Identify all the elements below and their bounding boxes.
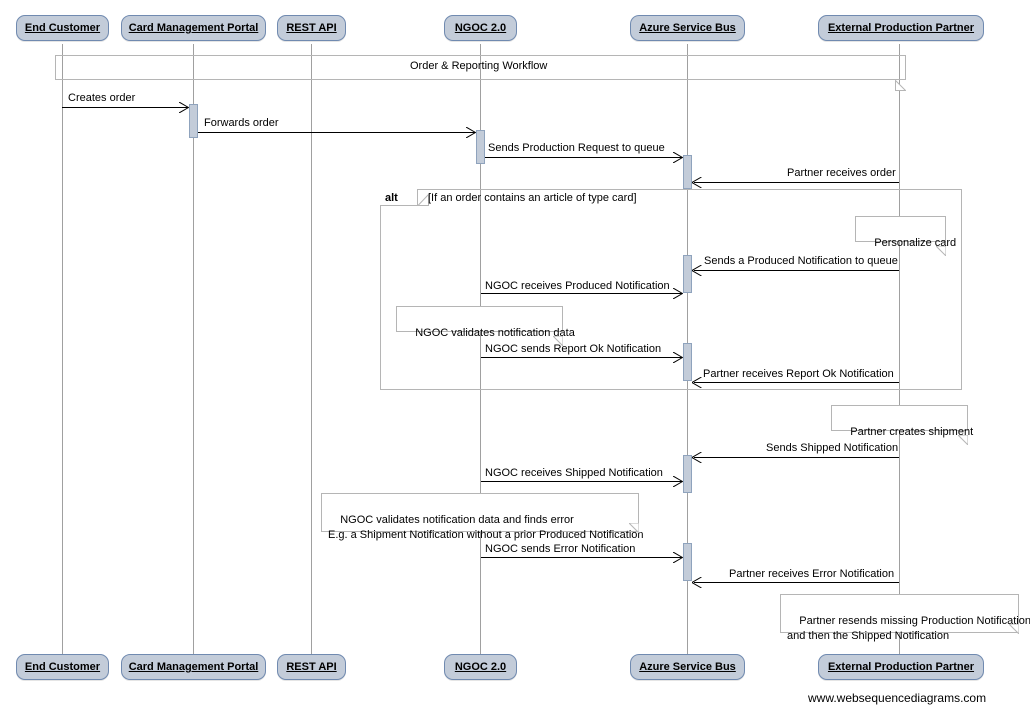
arrowhead-left bbox=[692, 577, 702, 588]
message-label-ngoc-sends-report-ok-notification: NGOC sends Report Ok Notification bbox=[485, 343, 662, 355]
activation-ngoc-1 bbox=[476, 130, 485, 164]
message-label-ngoc-receives-produced-notification: NGOC receives Produced Notification bbox=[485, 280, 670, 292]
message-line-sends-production-request-to-queue bbox=[485, 157, 682, 158]
note-partner-resends: Partner resends missing Production Notif… bbox=[780, 594, 1030, 642]
lifeline-card-management-portal bbox=[193, 44, 194, 655]
note-text: Partner creates shipment bbox=[850, 426, 974, 438]
arrowhead-left bbox=[692, 177, 702, 188]
arrowhead-right bbox=[673, 552, 683, 563]
message-line-ngoc-sends-report-ok-notification bbox=[481, 357, 682, 358]
note-fold-icon bbox=[936, 216, 946, 256]
message-label-sends-a-produced-notification-to-queue: Sends a Produced Notification to queue bbox=[704, 255, 898, 267]
message-line-partner-receives-error-notification bbox=[694, 582, 899, 583]
alt-frame-operator-label: alt bbox=[385, 192, 398, 204]
note-fold-icon bbox=[958, 405, 968, 445]
actor-ngoc-bottom[interactable]: NGOC 2.0 bbox=[444, 654, 517, 680]
actor-ngoc-top[interactable]: NGOC 2.0 bbox=[444, 15, 517, 41]
actor-rest-api-bottom[interactable]: REST API bbox=[277, 654, 346, 680]
frame-corner-fold-icon bbox=[895, 80, 906, 91]
message-line-ngoc-sends-error-notification bbox=[481, 557, 682, 558]
actor-label: Azure Service Bus bbox=[639, 661, 736, 673]
actor-label: Card Management Portal bbox=[128, 661, 259, 673]
actor-rest-api-top[interactable]: REST API bbox=[277, 15, 346, 41]
message-line-partner-receives-order bbox=[694, 182, 899, 183]
actor-label: External Production Partner bbox=[827, 22, 975, 34]
arrowhead-right bbox=[179, 102, 189, 113]
arrowhead-right bbox=[673, 352, 683, 363]
arrowhead-left bbox=[692, 265, 702, 276]
actor-azure-service-bus-bottom[interactable]: Azure Service Bus bbox=[630, 654, 745, 680]
arrowhead-left bbox=[692, 452, 702, 463]
actor-external-production-partner-top[interactable]: External Production Partner bbox=[818, 15, 984, 41]
activation-azure-2 bbox=[683, 255, 692, 293]
footer-watermark: www.websequencediagrams.com bbox=[808, 691, 987, 705]
actor-label: End Customer bbox=[24, 661, 101, 673]
message-line-ngoc-receives-produced-notification bbox=[481, 293, 682, 294]
alt-frame-condition-label: [If an order contains an article of type… bbox=[428, 192, 637, 204]
arrowhead-right bbox=[673, 288, 683, 299]
lifeline-ngoc bbox=[480, 44, 481, 655]
message-line-partner-receives-report-ok-notification bbox=[694, 382, 899, 383]
lifeline-external-production-partner bbox=[899, 44, 900, 655]
arrowhead-left bbox=[692, 377, 702, 388]
note-personalize-card: Personalize card bbox=[855, 216, 956, 256]
note-fold-icon bbox=[553, 306, 563, 346]
message-label-creates-order: Creates order bbox=[68, 92, 136, 104]
message-line-creates-order bbox=[62, 107, 188, 108]
message-label-ngoc-receives-shipped-notification: NGOC receives Shipped Notification bbox=[485, 467, 663, 479]
arrowhead-right bbox=[466, 127, 476, 138]
message-line-sends-shipped-notification bbox=[694, 457, 899, 458]
message-line-forwards-order bbox=[198, 132, 475, 133]
message-line-sends-a-produced-notification-to-queue bbox=[694, 270, 899, 271]
note-text: Partner resends missing Production Notif… bbox=[787, 615, 1030, 642]
note-text: NGOC validates notification data bbox=[415, 327, 575, 339]
actor-label: External Production Partner bbox=[827, 661, 975, 673]
note-partner-creates-shipment: Partner creates shipment bbox=[831, 405, 973, 445]
alt-frame-tab-fold-icon bbox=[416, 189, 429, 206]
alt-frame-operator-tab bbox=[380, 189, 418, 206]
message-label-sends-shipped-notification: Sends Shipped Notification bbox=[766, 442, 899, 454]
note-fold-icon bbox=[1009, 594, 1019, 634]
actor-label: NGOC 2.0 bbox=[454, 661, 507, 673]
note-ngoc-validates-notification-data: NGOC validates notification data bbox=[396, 306, 575, 346]
activation-azure-4 bbox=[683, 455, 692, 493]
activation-card-management-portal bbox=[189, 104, 198, 138]
actor-external-production-partner-bottom[interactable]: External Production Partner bbox=[818, 654, 984, 680]
note-fold-icon bbox=[629, 493, 639, 533]
message-label-partner-receives-report-ok-notification: Partner receives Report Ok Notification bbox=[703, 368, 894, 380]
actor-card-management-portal-bottom[interactable]: Card Management Portal bbox=[121, 654, 266, 680]
actor-label: Card Management Portal bbox=[128, 22, 259, 34]
message-label-sends-production-request-to-queue: Sends Production Request to queue bbox=[488, 142, 665, 154]
actor-label: End Customer bbox=[24, 22, 101, 34]
actor-label: NGOC 2.0 bbox=[454, 22, 507, 34]
actor-label: Azure Service Bus bbox=[639, 22, 736, 34]
workflow-frame bbox=[55, 55, 906, 91]
arrowhead-right bbox=[673, 152, 683, 163]
activation-azure-1 bbox=[683, 155, 692, 189]
note-ngoc-validates-and-finds-error: NGOC validates notification data and fin… bbox=[321, 493, 644, 541]
message-label-partner-receives-error-notification: Partner receives Error Notification bbox=[729, 568, 895, 580]
lifeline-rest-api bbox=[311, 44, 312, 655]
actor-end-customer-bottom[interactable]: End Customer bbox=[16, 654, 109, 680]
actor-card-management-portal-top[interactable]: Card Management Portal bbox=[121, 15, 266, 41]
actor-label: REST API bbox=[286, 661, 337, 673]
actor-end-customer-top[interactable]: End Customer bbox=[16, 15, 109, 41]
lifeline-end-customer bbox=[62, 44, 63, 655]
message-label-partner-receives-order: Partner receives order bbox=[787, 167, 896, 179]
actor-azure-service-bus-top[interactable]: Azure Service Bus bbox=[630, 15, 745, 41]
activation-azure-3 bbox=[683, 343, 692, 381]
note-text: NGOC validates notification data and fin… bbox=[328, 514, 644, 541]
workflow-frame-title: Order & Reporting Workflow bbox=[410, 60, 548, 72]
alt-frame bbox=[380, 189, 962, 390]
actor-label: REST API bbox=[286, 22, 337, 34]
message-label-ngoc-sends-error-notification: NGOC sends Error Notification bbox=[485, 543, 636, 555]
message-label-forwards-order: Forwards order bbox=[204, 117, 279, 129]
arrowhead-right bbox=[673, 476, 683, 487]
activation-azure-5 bbox=[683, 543, 692, 581]
message-line-ngoc-receives-shipped-notification bbox=[481, 481, 682, 482]
